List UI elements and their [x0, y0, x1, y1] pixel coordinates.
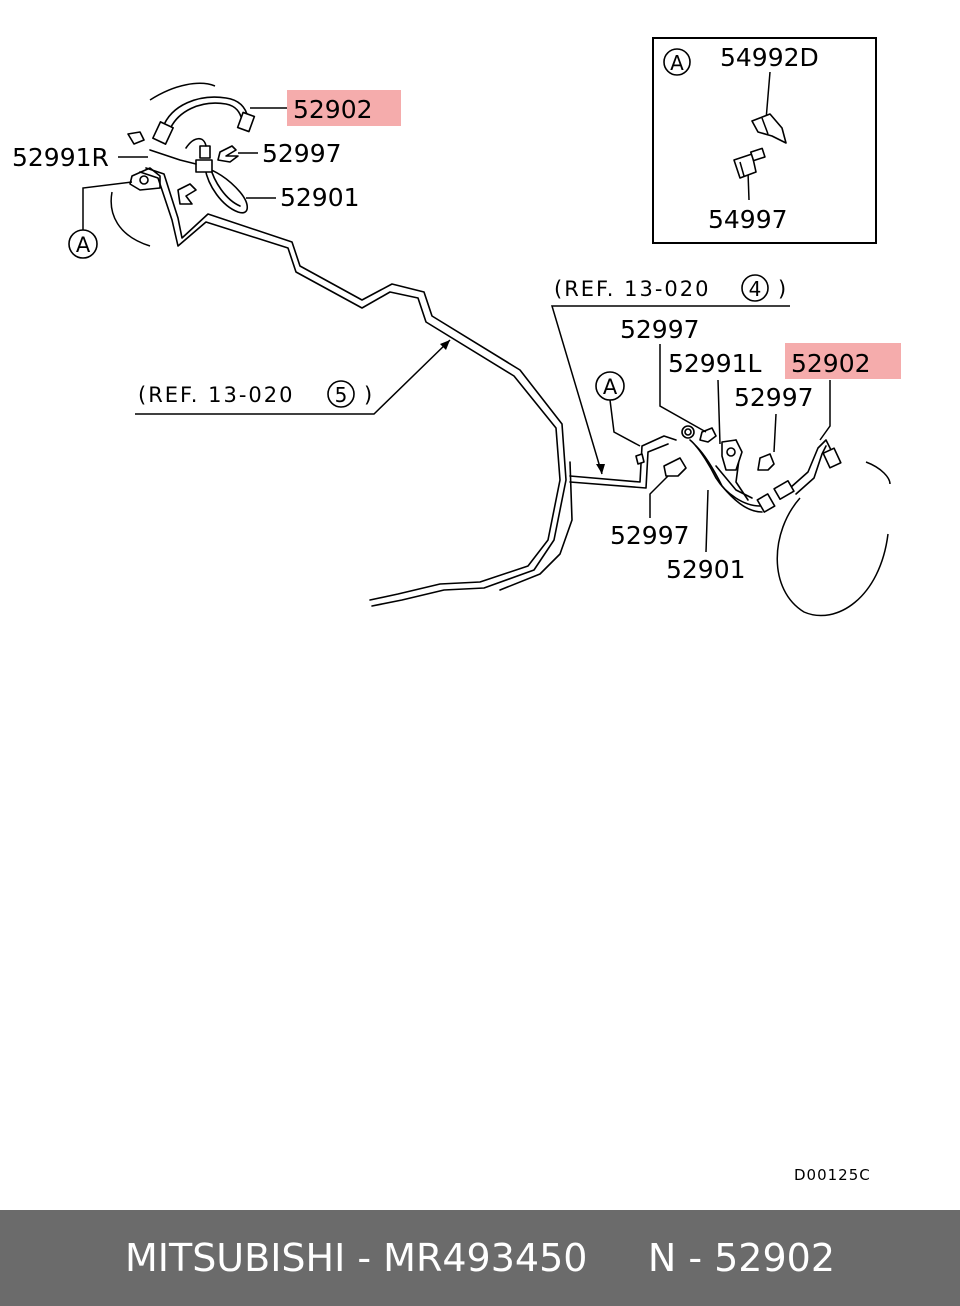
clip-54992d-icon: [751, 113, 787, 144]
right-pipe-label: 52901: [666, 555, 746, 584]
bolt-54997-icon: [733, 147, 766, 179]
drawing-code: D00125C: [794, 1166, 871, 1184]
ref-left-number: 5: [335, 383, 348, 407]
ref-left-label: (REF. 13-020: [138, 383, 295, 407]
ref-right-number: 4: [749, 277, 762, 301]
right-clip-top-label: 52997: [620, 315, 700, 344]
footer-bar: MITSUBISHI - MR493450 N - 52902: [0, 1210, 960, 1306]
right-clip-mid-label: 52997: [734, 383, 814, 412]
bracket-r-icon: [127, 131, 145, 145]
bracket-l-label: 52991L: [668, 349, 762, 378]
ref-right-label: (REF. 13-020: [554, 277, 711, 301]
right-clip-bottom-icon: [663, 457, 687, 477]
right-clip-mid-icon: [757, 453, 775, 471]
ref-right-close: ): [778, 277, 788, 301]
ref-left-circle: [327, 380, 355, 408]
inset-box: [652, 37, 877, 244]
right-clip-bottom-label: 52997: [610, 521, 690, 550]
right-flex-hose: [789, 439, 835, 489]
footer-text: MITSUBISHI - MR493450 N - 52902: [124, 1236, 835, 1280]
left-callout-label: A: [76, 233, 91, 257]
top-left-hose-label: 52902: [293, 95, 373, 124]
highlight-top-left-52902: [287, 90, 401, 126]
ref-right-circle: [741, 274, 769, 302]
left-pipe-loop: [204, 167, 249, 214]
top-left-clip-icon: [217, 145, 239, 163]
right-wheel-arc: [776, 497, 889, 617]
parts-diagram: A 54992D 54997 52902 52997 52991R 52901 …: [12, 37, 901, 1184]
highlight-right-52902: [785, 343, 901, 379]
right-callout-label: A: [603, 375, 618, 399]
ref-left-close: ): [364, 383, 374, 407]
bracket-r-label: 52991R: [12, 143, 109, 172]
right-hose-label: 52902: [791, 349, 871, 378]
left-pipe-label: 52901: [280, 183, 360, 212]
inset-top-part-label: 54992D: [720, 43, 819, 72]
inset-bottom-part-label: 54997: [708, 205, 788, 234]
main-brake-line: [139, 171, 561, 601]
inset-callout-label: A: [670, 51, 684, 75]
left-flex-hose: [161, 96, 249, 131]
left-wheel-arc: [110, 191, 151, 247]
inset-callout-circle: [663, 48, 691, 76]
right-brake-pipe: [569, 435, 677, 483]
top-left-clip-label: 52997: [262, 139, 342, 168]
